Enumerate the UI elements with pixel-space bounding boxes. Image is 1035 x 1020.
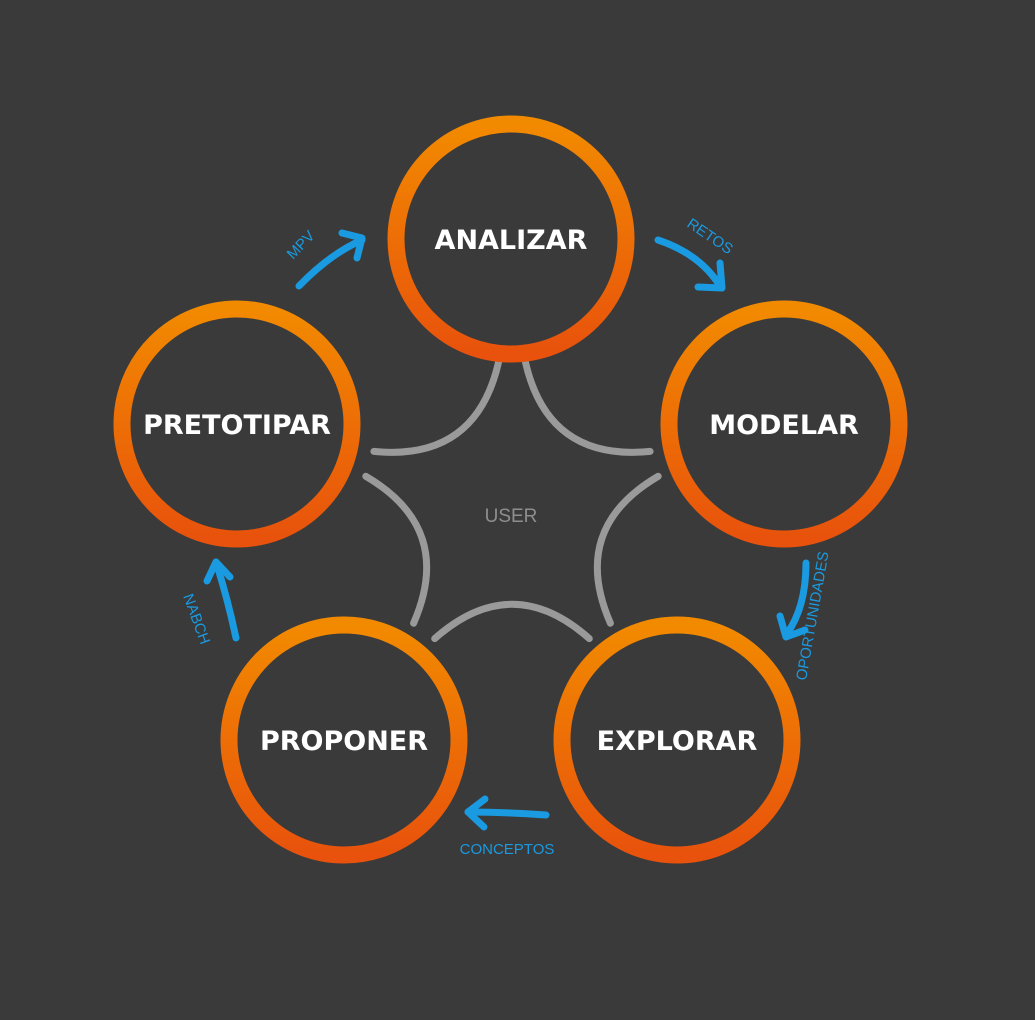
node-ring: [660, 300, 908, 548]
arrow-head: [464, 795, 489, 831]
node-label: PROPONER: [260, 726, 428, 757]
arrow-shaft: [295, 236, 366, 290]
node-pretotipar: PRETOTIPAR: [113, 300, 361, 548]
arrow-explorar-to-proponer: [464, 795, 550, 831]
star-arc: [370, 357, 503, 456]
edge-label-conceptos: CONCEPTOS: [460, 841, 555, 858]
star-arc: [593, 472, 662, 627]
arrow-head: [203, 558, 234, 585]
node-label: MODELAR: [709, 410, 859, 441]
node-ring: [553, 616, 801, 864]
arrow-modelar-to-explorar: [776, 559, 810, 641]
node-modelar: MODELAR: [660, 300, 908, 548]
node-analizar: ANALIZAR: [387, 115, 635, 363]
arrow-shaft: [654, 236, 724, 290]
center-user-label: USER: [485, 506, 538, 527]
node-proponer: PROPONER: [220, 616, 468, 864]
star-arc: [431, 600, 593, 643]
arrow-head: [694, 259, 726, 292]
node-label: ANALIZAR: [435, 225, 588, 256]
arrow-pretotipar-to-analizar: [295, 229, 366, 290]
node-ring: [220, 616, 468, 864]
arrow-analizar-to-modelar: [654, 236, 726, 292]
arrow-head: [338, 229, 366, 262]
node-label: PRETOTIPAR: [143, 410, 331, 441]
user-star: [362, 357, 662, 643]
arrow-shaft: [782, 559, 810, 639]
node-ring: [113, 300, 361, 548]
star-arc: [362, 472, 431, 627]
arrow-head: [776, 612, 809, 641]
node-label: EXPLORAR: [597, 726, 758, 757]
node-ring: [387, 115, 635, 363]
star-arc: [521, 357, 654, 456]
node-explorar: EXPLORAR: [553, 616, 801, 864]
arrow-shaft: [464, 808, 550, 819]
arrow-proponer-to-pretotipar: [203, 558, 240, 642]
